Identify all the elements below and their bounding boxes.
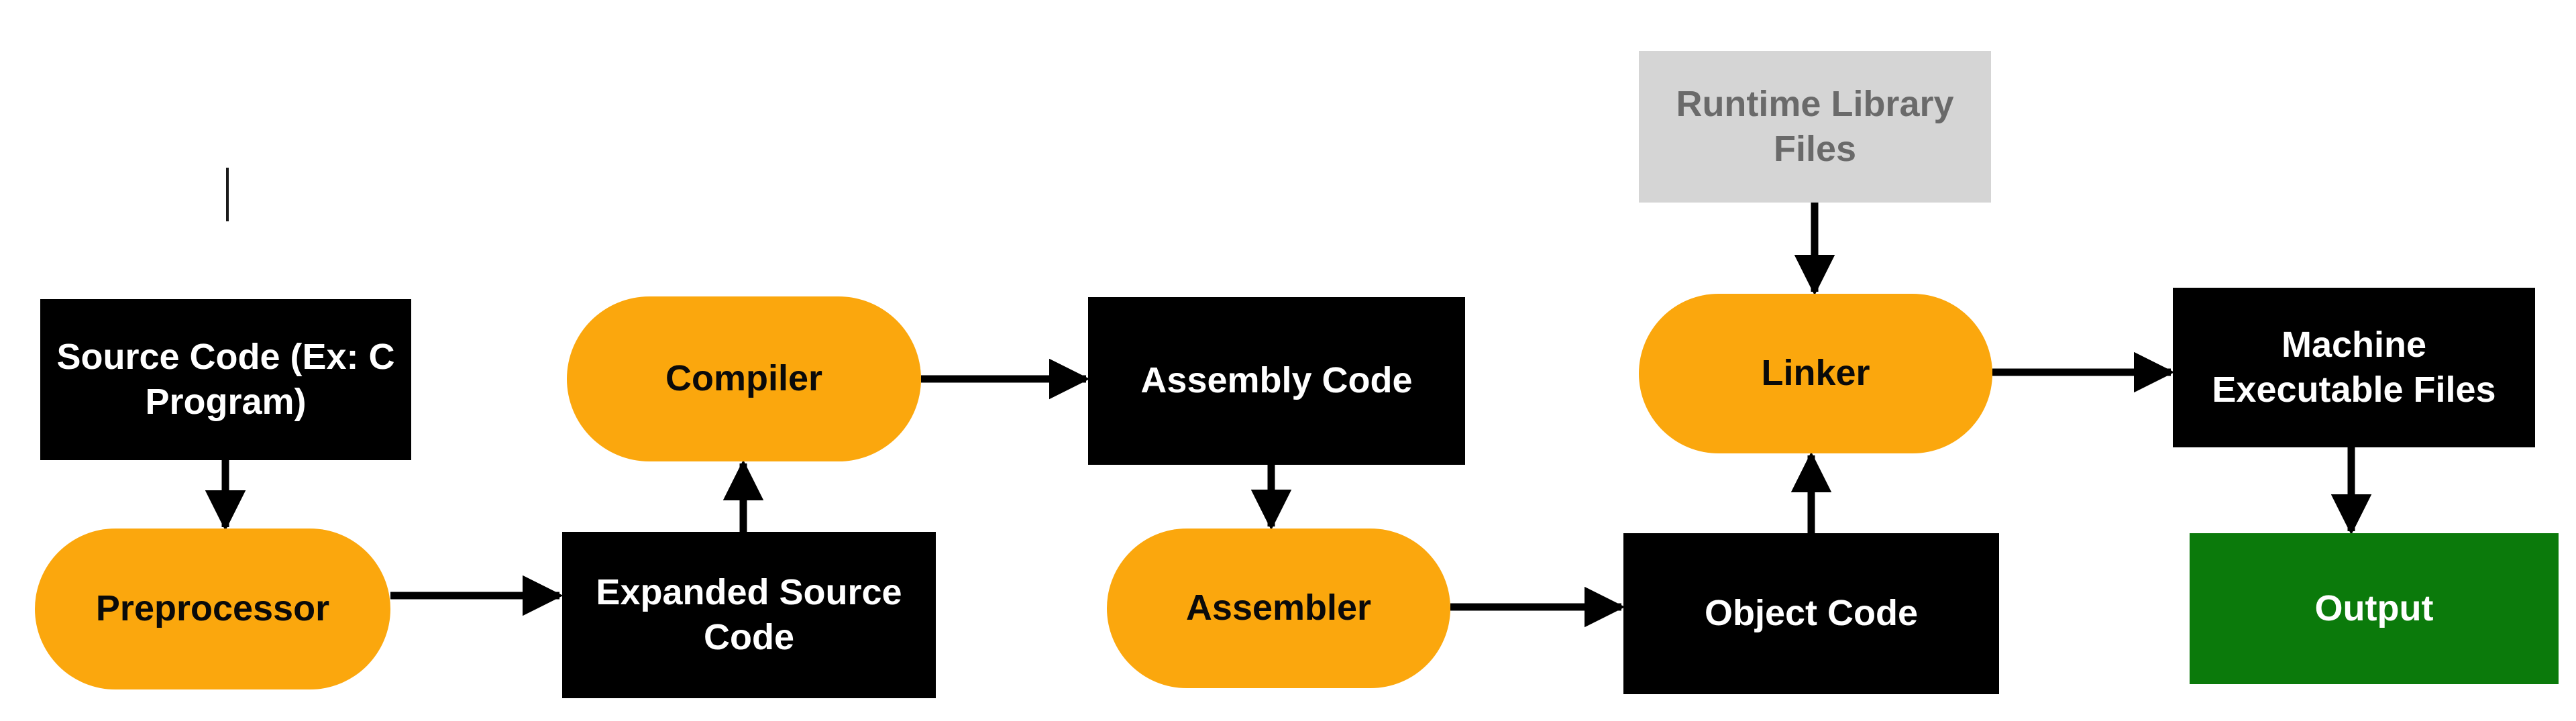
node-assembler: Assembler — [1107, 529, 1450, 688]
node-machine-executable-files-label: Machine Executable Files — [2212, 324, 2496, 410]
node-machine-executable-files: Machine Executable Files — [2173, 288, 2535, 447]
node-preprocessor: Preprocessor — [35, 529, 390, 689]
text-cursor-artifact — [226, 168, 229, 221]
node-source-code: Source Code (Ex: C Program) — [40, 299, 411, 460]
node-object-code: Object Code — [1623, 533, 1999, 694]
node-compiler-label: Compiler — [665, 358, 823, 399]
node-assembly-code: Assembly Code — [1088, 297, 1465, 465]
node-expanded-source-code-label: Expanded Source Code — [596, 571, 902, 658]
node-linker: Linker — [1639, 294, 1992, 453]
node-output-label: Output — [2314, 588, 2434, 628]
node-output: Output — [2190, 533, 2559, 684]
node-preprocessor-label: Preprocessor — [95, 588, 330, 629]
node-assembler-label: Assembler — [1185, 588, 1372, 628]
node-compiler: Compiler — [567, 296, 921, 461]
node-expanded-source-code: Expanded Source Code — [562, 532, 936, 698]
node-runtime-library-files: Runtime Library Files — [1639, 51, 1991, 203]
node-runtime-library-files-label: Runtime Library Files — [1676, 83, 1954, 170]
node-source-code-label: Source Code (Ex: C Program) — [56, 336, 395, 423]
node-assembly-code-label: Assembly Code — [1140, 360, 1413, 401]
node-object-code-label: Object Code — [1704, 593, 1919, 634]
node-linker-label: Linker — [1761, 353, 1870, 394]
